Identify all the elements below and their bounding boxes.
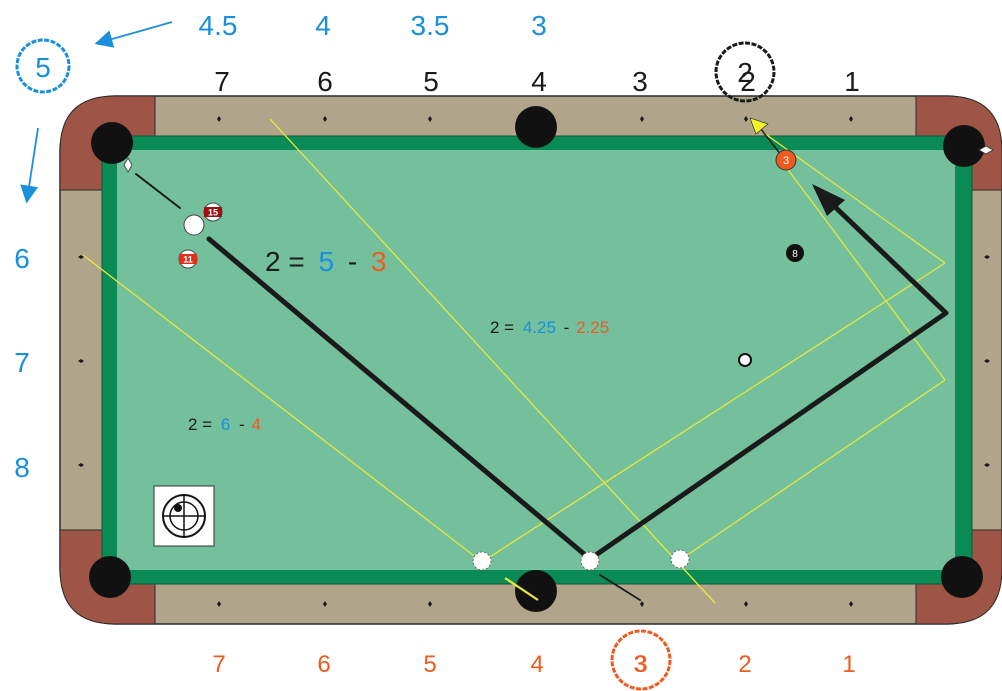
left-blue-number: 7 xyxy=(14,347,30,378)
bottom-orange-number: 4 xyxy=(530,651,543,678)
ghost-ball-right xyxy=(671,550,689,568)
formula-main-lhs: 2 = xyxy=(265,246,305,277)
formula-left-minus: - xyxy=(239,415,245,434)
pocket-bottom-right xyxy=(941,556,983,598)
formula-main-b: 3 xyxy=(371,246,387,277)
arrow-to-circle xyxy=(98,22,172,43)
left-circled-number: 5 xyxy=(35,52,51,83)
top-black-number: 4 xyxy=(531,66,547,97)
ball-11: 11 xyxy=(179,250,197,268)
formula-left-b: 4 xyxy=(251,415,260,434)
formula-left-lhs: 2 = xyxy=(188,415,212,434)
ball-11-label: 11 xyxy=(183,255,193,265)
top-blue-scale: 4.5 4 3.5 3 xyxy=(199,10,547,41)
top-blue-number: 4 xyxy=(315,10,331,41)
cue-ball xyxy=(184,215,204,235)
bottom-orange-number: 2 xyxy=(738,651,751,678)
pocket-top-right xyxy=(943,125,985,167)
bottom-orange-number: 5 xyxy=(423,651,436,678)
ball-3: 3 xyxy=(776,150,796,170)
ball-15: 15 xyxy=(204,203,222,221)
top-black-number: 5 xyxy=(423,66,439,97)
ghost-ball-middle xyxy=(581,552,599,570)
pocket-top-middle xyxy=(515,106,557,148)
cue-tip-target-icon xyxy=(154,486,214,546)
formula-mid-lhs: 2 = xyxy=(490,318,514,337)
formula-mid: 2 = 4.25 - 2.25 xyxy=(490,318,609,337)
ball-3-label: 3 xyxy=(783,155,789,167)
pocket-top-left xyxy=(91,122,133,164)
top-blue-number: 4.5 xyxy=(199,10,238,41)
top-black-number: 3 xyxy=(632,66,648,97)
left-blue-number: 8 xyxy=(14,452,30,483)
left-blue-scale: 6 7 8 xyxy=(14,243,30,483)
top-black-number: 7 xyxy=(214,66,230,97)
small-ball xyxy=(739,354,751,366)
bottom-orange-number: 7 xyxy=(212,651,225,678)
formula-mid-minus: - xyxy=(564,318,570,337)
ball-8-label: 8 xyxy=(792,249,798,260)
formula-main-minus: - xyxy=(348,246,357,277)
formula-mid-b: 2.25 xyxy=(576,318,609,337)
formula-left-a: 6 xyxy=(221,415,230,434)
top-black-number: 6 xyxy=(317,66,333,97)
top-black-number: 1 xyxy=(844,66,860,97)
bottom-orange-number: 1 xyxy=(842,651,855,678)
bottom-orange-number: 6 xyxy=(317,651,330,678)
left-blue-number: 6 xyxy=(14,243,30,274)
bottom-circled-number: 3 xyxy=(634,651,647,678)
top-blue-number: 3.5 xyxy=(411,10,450,41)
arrow-down-left xyxy=(27,128,38,200)
top-circled-number: 2 xyxy=(737,57,753,88)
ghost-ball-left xyxy=(473,552,491,570)
top-blue-number: 3 xyxy=(531,10,547,41)
bottom-orange-scale: 7 6 5 4 3 2 1 xyxy=(212,651,855,678)
top-black-scale: 7 6 5 4 3 2 1 xyxy=(214,66,860,97)
ball-15-label: 15 xyxy=(208,208,218,218)
formula-mid-a: 4.25 xyxy=(523,318,556,337)
pocket-bottom-left xyxy=(89,556,131,598)
pocket-bottom-middle xyxy=(515,570,557,612)
ball-8: 8 xyxy=(786,244,804,262)
formula-main-a: 5 xyxy=(318,246,334,277)
